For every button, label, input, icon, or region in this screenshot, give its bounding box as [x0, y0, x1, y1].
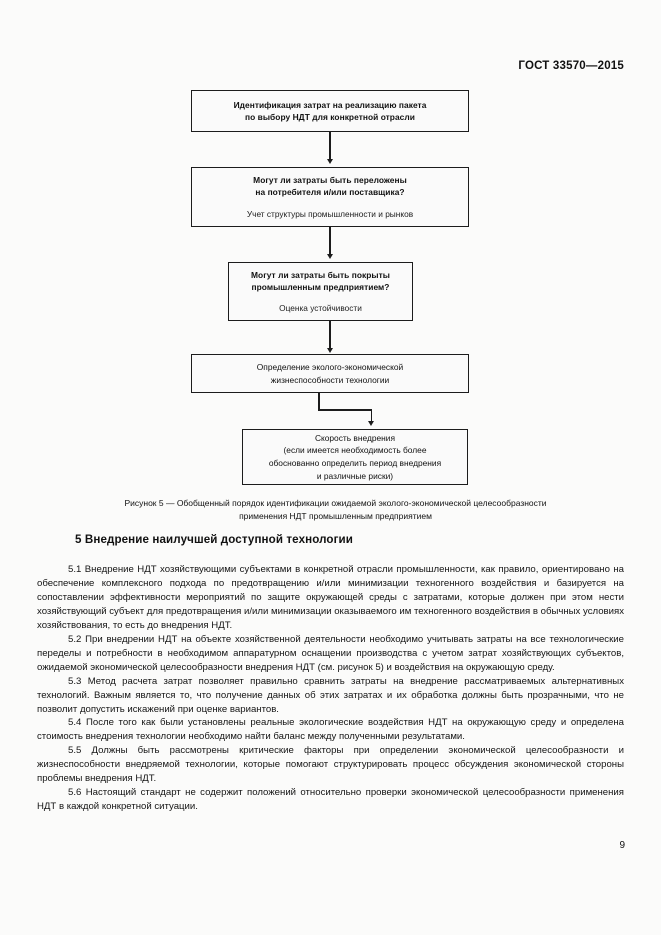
section-5-heading: 5 Внедрение наилучшей доступной технолог…: [75, 533, 353, 546]
connector-3-4: [329, 321, 331, 351]
flow-box-identification-title: Идентификация затрат на реализацию пакет…: [233, 99, 427, 122]
figure-5-caption-line1: Рисунок 5 — Обобщенный порядок идентифик…: [124, 498, 547, 508]
paragraph-5-2: 5.2 При внедрении НДТ на объекте хозяйст…: [37, 633, 624, 673]
connector-1-2: [329, 132, 331, 162]
flow-box-implementation-speed: Скорость внедрения(если имеется необходи…: [242, 429, 468, 485]
arrowhead-3-4: [326, 348, 333, 353]
figure-5-caption-line2: применения НДТ промышленным предприятием: [239, 511, 432, 522]
arrowhead-2-3: [326, 254, 333, 259]
connector-2-3: [329, 227, 331, 257]
connector-4-5-bridge: [318, 409, 372, 411]
arrowhead-1-2: [326, 159, 333, 164]
connector-4-5-stem: [318, 393, 320, 411]
flow-box-covered-by-enterprise-subtitle: Оценка устойчивости: [279, 303, 362, 314]
figure-5-caption: Рисунок 5 — Обобщенный порядок идентифик…: [60, 497, 611, 523]
page-number: 9: [619, 840, 625, 851]
arrowhead-4-5: [368, 421, 374, 426]
connector-4-5-drop: [370, 409, 373, 423]
paragraph-5-3: 5.3 Метод расчета затрат позволяет прави…: [37, 675, 624, 715]
paragraph-5-5: 5.5 Должны быть рассмотрены критические …: [37, 745, 624, 785]
paragraph-5-4: 5.4 После того как были установлены реал…: [37, 717, 624, 743]
running-header-standard-ref: ГОСТ 33570—2015: [518, 60, 624, 72]
flow-box-identification: Идентификация затрат на реализацию пакет…: [191, 90, 469, 132]
flow-box-implementation-speed-title: Скорость внедрения(если имеется необходи…: [268, 432, 442, 481]
flow-box-pass-to-consumer-subtitle: Учет структуры промышленности и рынков: [246, 208, 414, 219]
paragraph-5-6: 5.6 Настоящий стандарт не содержит полож…: [37, 787, 624, 813]
paragraph-5-1: 5.1 Внедрение НДТ хозяйствующими субъект…: [37, 564, 624, 631]
figure-5-flowchart: Идентификация затрат на реализацию пакет…: [0, 88, 661, 488]
section-5-body: 5.1 Внедрение НДТ хозяйствующими субъект…: [37, 563, 624, 814]
